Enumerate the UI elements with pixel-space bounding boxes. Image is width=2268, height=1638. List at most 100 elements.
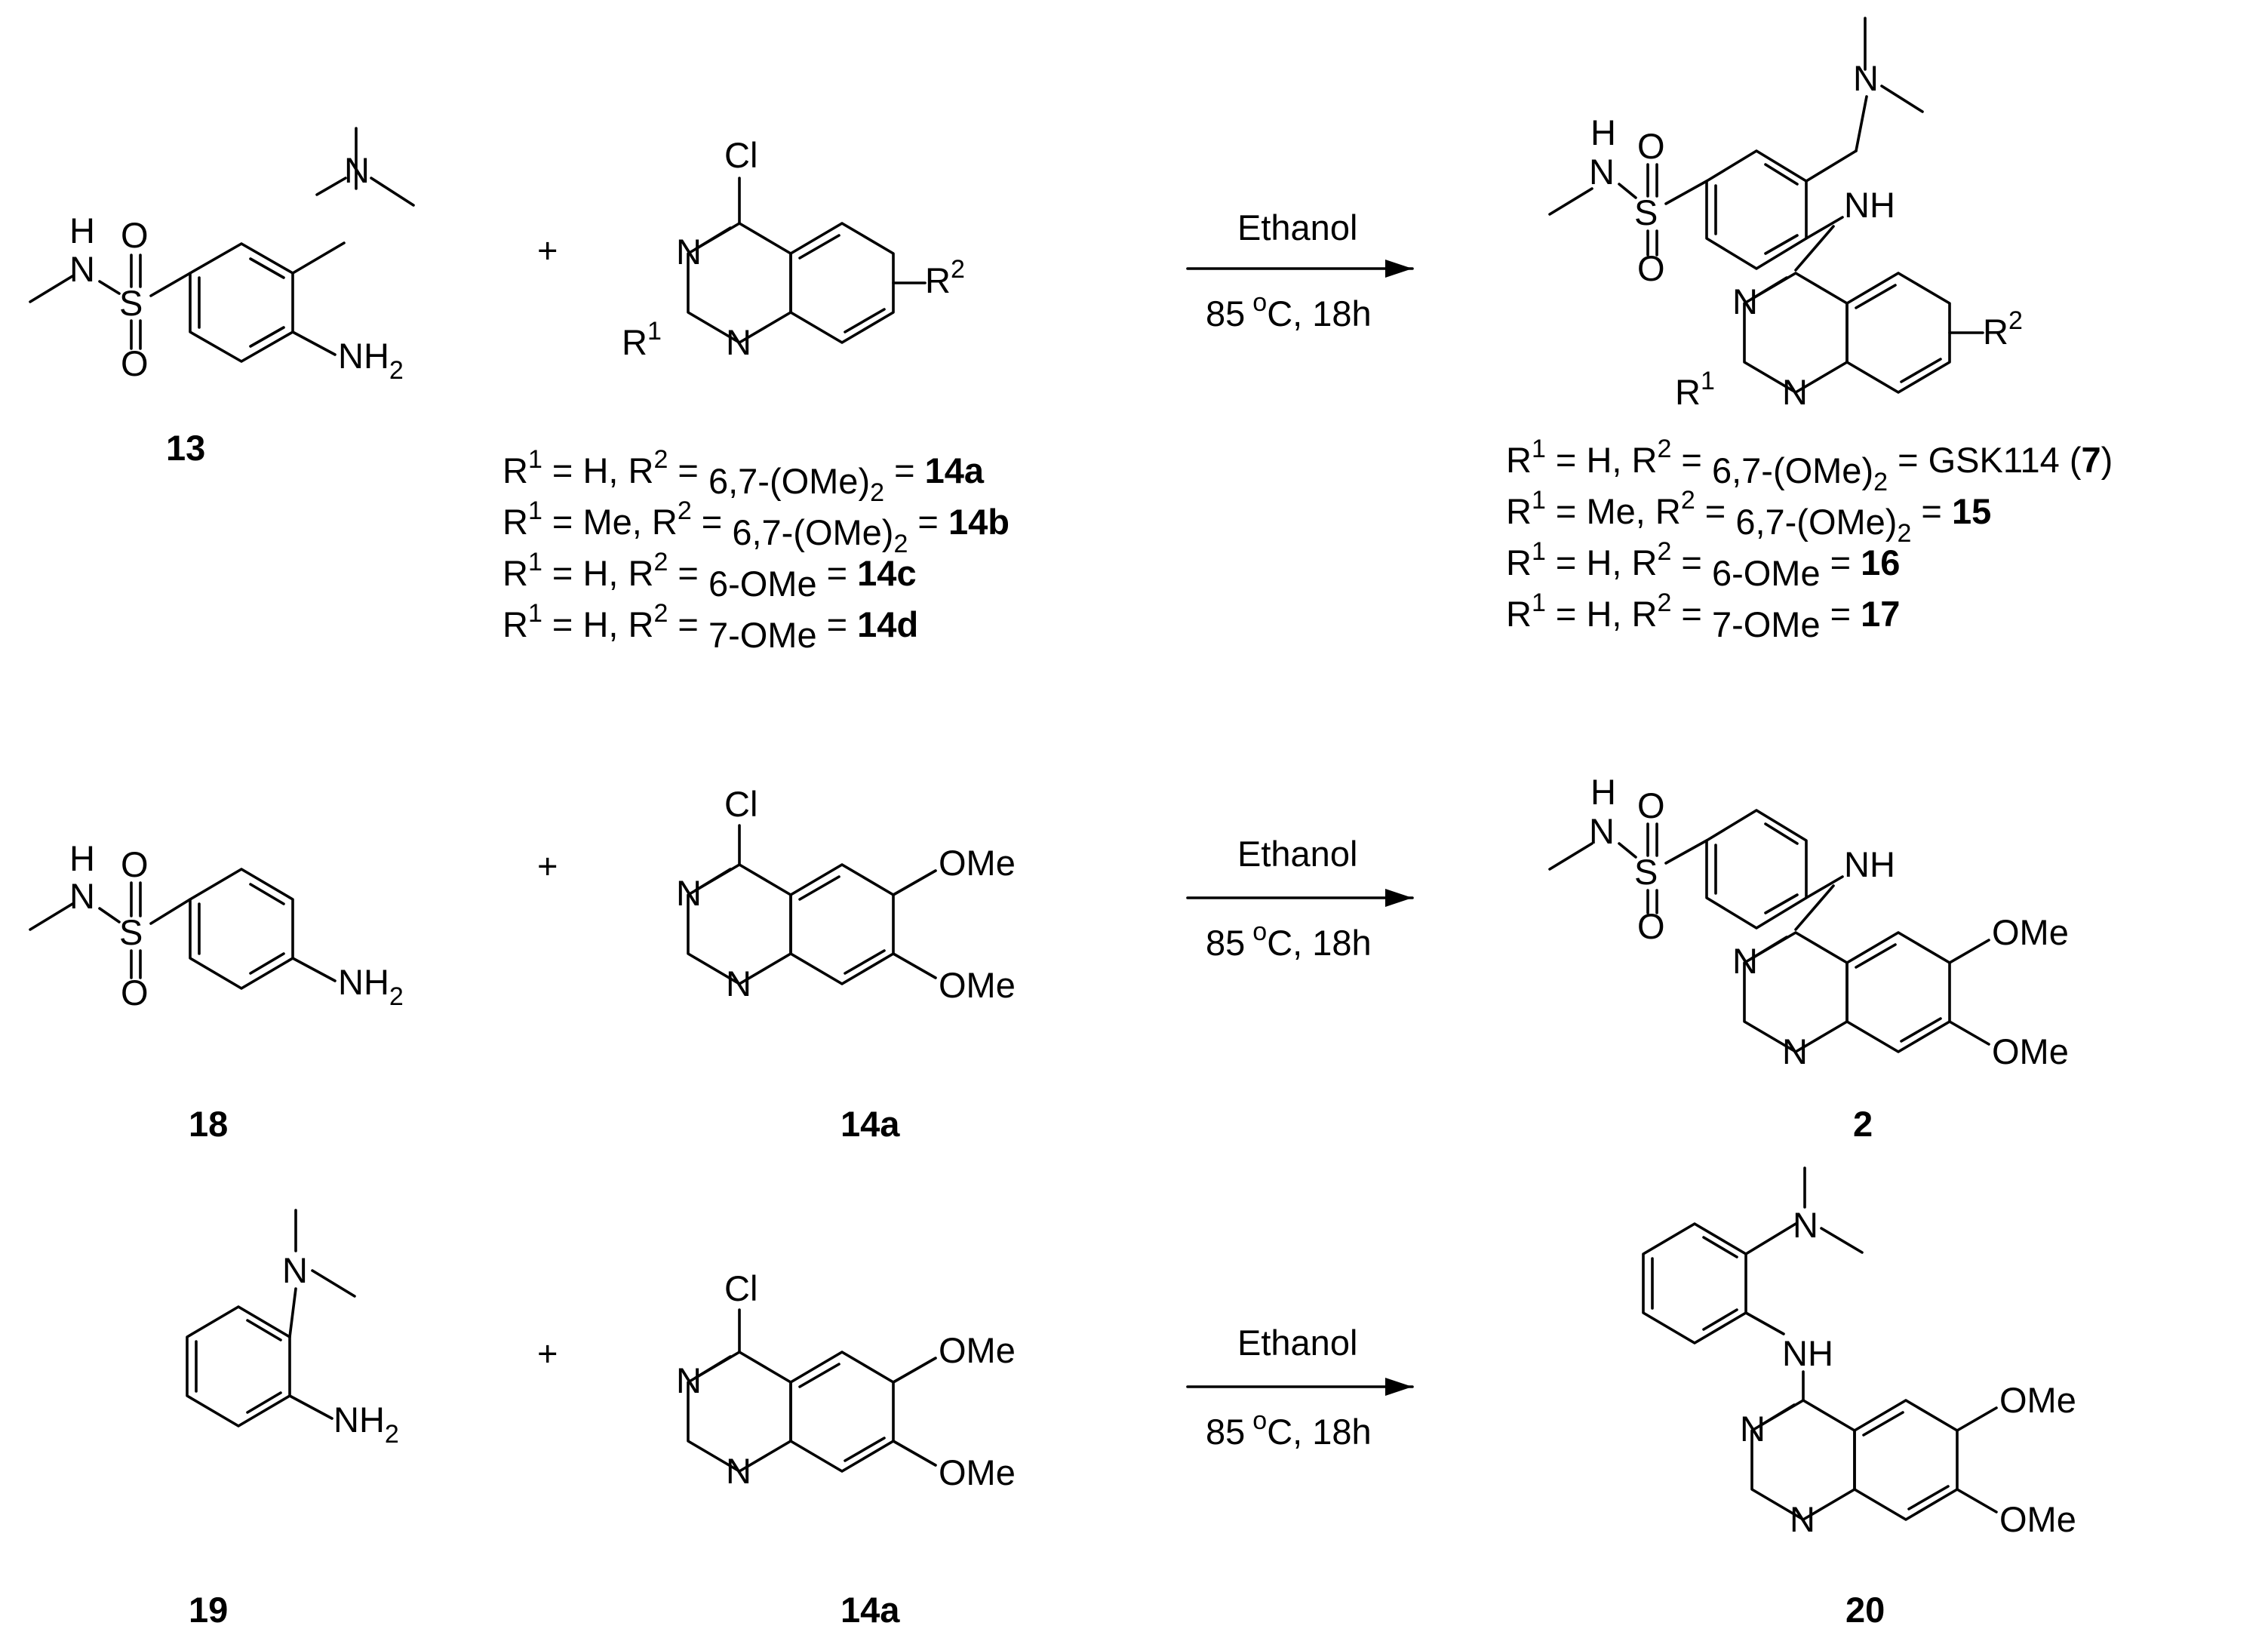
product-20-structure: N NH N N OMe OMe <box>1642 1166 2076 1539</box>
equals-sign: = <box>1888 440 1928 480</box>
product-variant-list: R1 = H, R2 = 6,7-(OMe)2 = GSK114 (7)R1 =… <box>1506 435 2113 644</box>
atom-o-top: O <box>1637 126 1665 166</box>
condition-solvent: Ethanol <box>1237 207 1357 247</box>
atom-n3: N <box>726 1451 751 1491</box>
atom-n3: N <box>1782 1031 1808 1071</box>
r1-symbol: R <box>1506 594 1532 634</box>
reactant-13-structure: N H S O O N NH2 <box>29 127 415 385</box>
atom-s: S <box>1634 852 1658 892</box>
atom-o-top: O <box>121 215 149 255</box>
r2-symbol: R <box>1655 491 1681 531</box>
atom-nh-link: NH <box>1782 1333 1833 1373</box>
atom-ome-7: OMe <box>939 1452 1016 1492</box>
product-generic-structure: N H S O O N NH <box>1548 17 2023 412</box>
r2-value: 6-OMe <box>708 564 817 604</box>
atom-nh-link: NH <box>1844 185 1895 225</box>
plus-sign: + <box>537 1333 558 1373</box>
r1-superscript: 1 <box>1532 486 1546 515</box>
equals-sign: = <box>1671 440 1712 480</box>
reaction-arrow-2 <box>1186 889 1414 907</box>
compound-label: 16 <box>1861 542 1900 582</box>
plus-sign: + <box>537 846 558 886</box>
r1-superscript: 1 <box>528 496 542 525</box>
r2-value: 6,7-(OMe) <box>732 512 893 552</box>
r1-value: = H, <box>1546 542 1632 582</box>
r2-superscript: 2 <box>653 445 668 474</box>
r2-value: 6,7-(OMe) <box>708 461 870 501</box>
atom-o-bottom: O <box>121 343 149 383</box>
compound-label: 15 <box>1952 491 1991 531</box>
r1-symbol: R <box>1506 542 1532 582</box>
condition-solvent: Ethanol <box>1237 1323 1357 1363</box>
atom-cl: Cl <box>724 1268 758 1308</box>
compound-label-19: 19 <box>189 1590 228 1630</box>
atom-r2: R2 <box>1983 306 2023 352</box>
atom-n: N <box>1793 1205 1818 1245</box>
atom-n3: N <box>726 322 751 362</box>
equals-sign: = <box>1695 491 1736 531</box>
substituent-variant-row: R1 = H, R2 = 6,7-(OMe)2 = 14a <box>502 445 985 507</box>
r2-subscript: 2 <box>870 478 884 507</box>
substituent-variant-row: R1 = H, R2 = 6-OMe = 14c <box>502 548 917 604</box>
r1-superscript: 1 <box>528 445 542 474</box>
atom-n3: N <box>726 963 751 1003</box>
atom-n: N <box>1589 152 1615 192</box>
r1-superscript: 1 <box>528 548 542 576</box>
reactant-18-structure: N H S O O NH2 <box>29 838 404 1013</box>
atom-o-top: O <box>1637 785 1665 825</box>
r2-superscript: 2 <box>1681 486 1695 515</box>
reactant-14-structure: Cl N N R1 R2 <box>622 135 965 362</box>
r2-value: 7-OMe <box>1712 604 1821 644</box>
reaction-3: N NH2 19 + Cl N N OMe OMe 14a <box>186 1166 2076 1630</box>
r2-superscript: 2 <box>653 548 668 576</box>
r2-value: 6,7-(OMe) <box>1712 450 1873 490</box>
r2-superscript: 2 <box>653 599 668 628</box>
compound-label-18: 18 <box>189 1104 228 1144</box>
equals-sign: = <box>692 502 733 542</box>
substituent-variant-row: R1 = Me, R2 = 6,7-(OMe)2 = 15 <box>1506 486 1991 548</box>
atom-n1: N <box>1740 1409 1766 1449</box>
r1-value: = H, <box>542 450 628 490</box>
atom-n1: N <box>676 1360 702 1400</box>
atom-ome-7: OMe <box>1999 1499 2076 1539</box>
atom-ome-6: OMe <box>1992 912 2069 952</box>
reactant-14a-structure: Cl N N OMe OMe <box>676 784 1016 1005</box>
atom-r2: R2 <box>925 255 965 300</box>
atom-ome-6: OMe <box>1999 1380 2076 1420</box>
compound-label: 14c <box>857 553 916 593</box>
compound-name: GSK114 ( <box>1928 440 2082 480</box>
atom-nh-link: NH <box>1844 844 1895 884</box>
r1-value: = H, <box>542 553 628 593</box>
atom-ome-6: OMe <box>939 843 1016 883</box>
r2-symbol: R <box>652 502 678 542</box>
r2-symbol: R <box>1632 594 1658 634</box>
compound-label: 7 <box>2082 440 2101 480</box>
atom-s: S <box>119 912 143 952</box>
atom-n3: N <box>1782 372 1808 412</box>
r1-symbol: R <box>1506 440 1532 480</box>
r2-value: 6-OMe <box>1712 553 1821 593</box>
atom-n3: N <box>1790 1499 1815 1539</box>
atom-o-bottom: O <box>1637 906 1665 946</box>
r1-symbol: R <box>502 502 528 542</box>
r2-value: 7-OMe <box>708 615 817 655</box>
product-2-structure: N H S O O NH N N OM <box>1548 772 2069 1071</box>
r2-symbol: R <box>1632 542 1658 582</box>
compound-label-14a: 14a <box>841 1590 900 1630</box>
atom-h: H <box>69 211 95 250</box>
r1-superscript: 1 <box>1532 435 1546 463</box>
equals-sign: = <box>817 604 858 644</box>
reaction-arrow-3 <box>1186 1378 1414 1396</box>
r1-superscript: 1 <box>1532 537 1546 566</box>
r2-symbol: R <box>628 604 654 644</box>
atom-nh2: NH2 <box>338 962 404 1011</box>
equals-sign: = <box>668 604 708 644</box>
atom-n1: N <box>1732 941 1758 981</box>
r1-symbol: R <box>502 553 528 593</box>
equals-sign: = <box>908 502 948 542</box>
